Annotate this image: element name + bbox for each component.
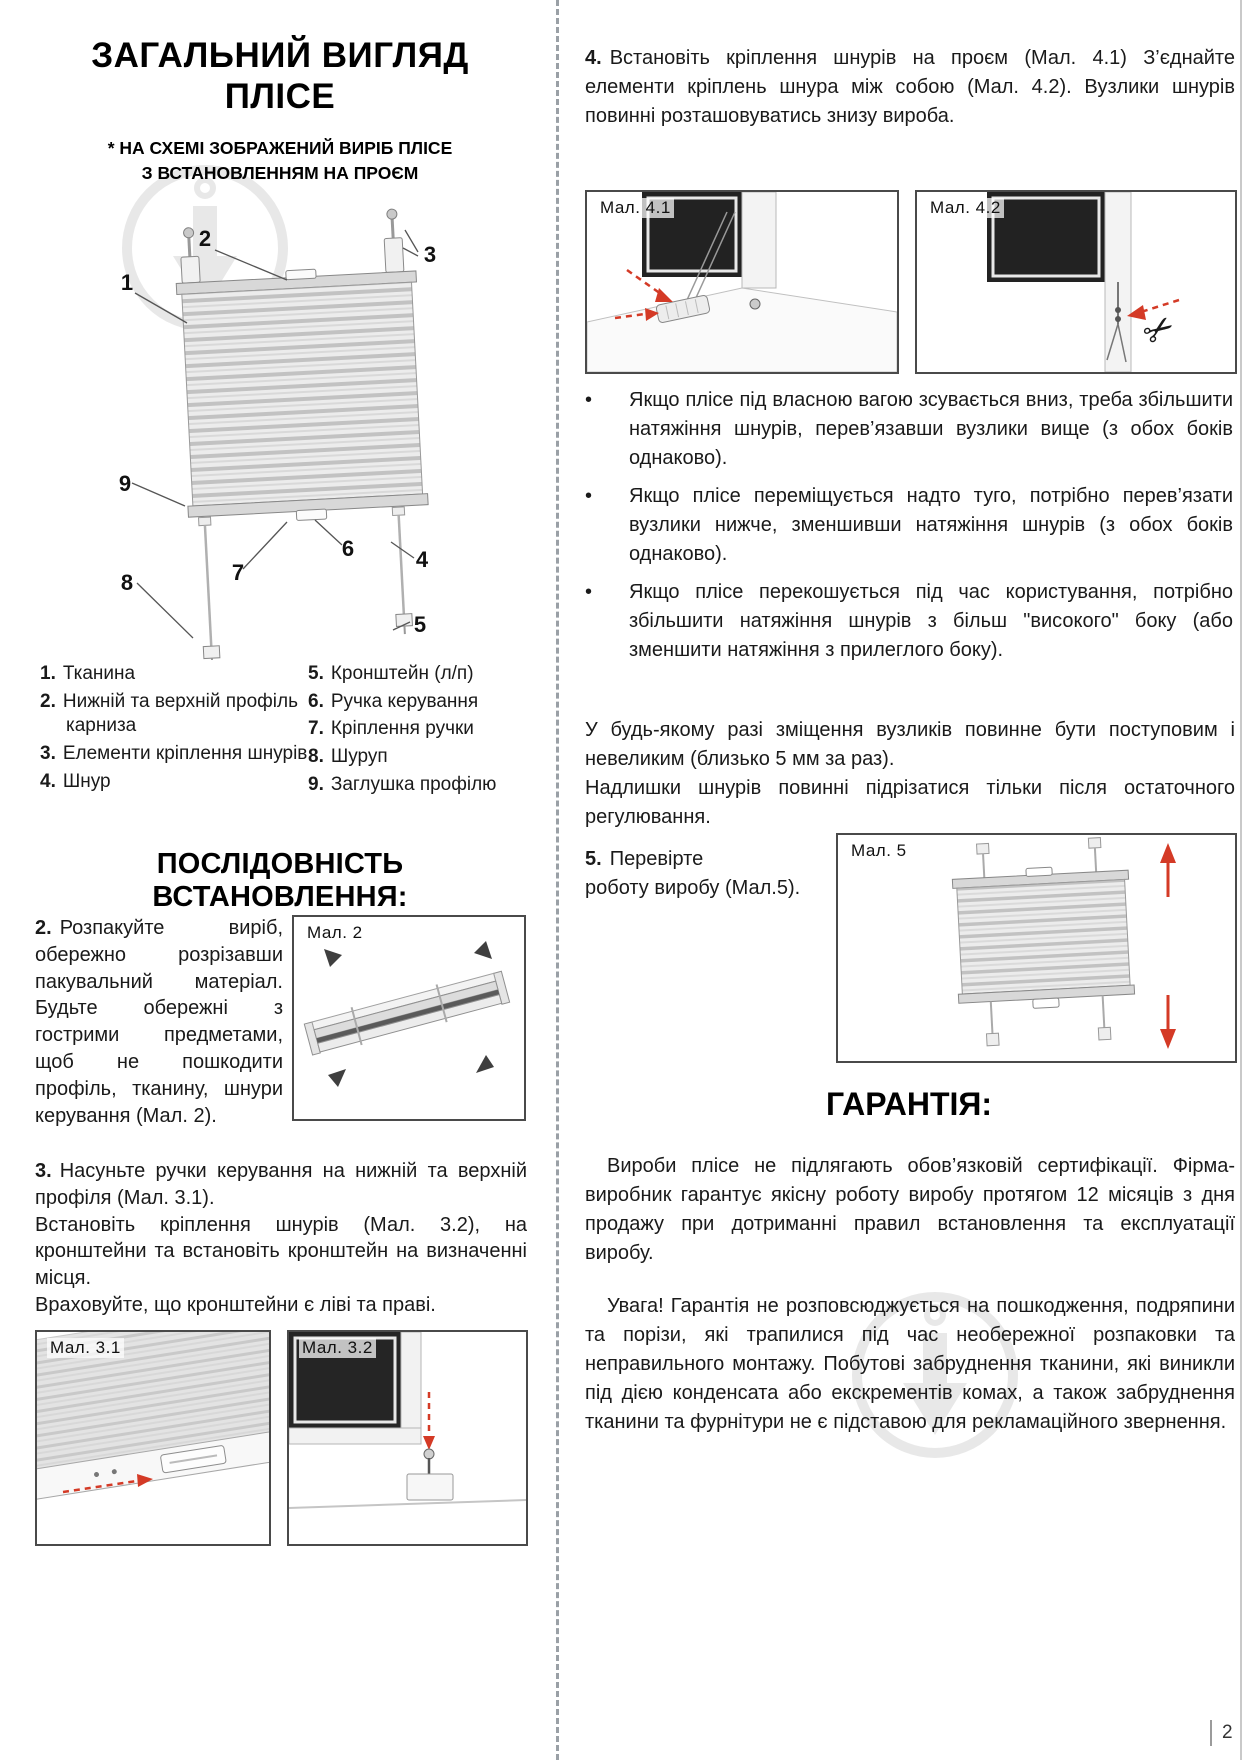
bullet-text: Якщо плісе під власною вагою зсувається … bbox=[629, 389, 1233, 469]
diagram-label-9: 9 bbox=[119, 471, 131, 496]
figure-4-1-image bbox=[587, 192, 897, 372]
installation-sequence-heading: ПОСЛІДОВНІСТЬ ВСТАНОВЛЕННЯ: bbox=[152, 848, 408, 913]
warranty-paragraph-1: Вироби плісе не підлягають обов’язковій … bbox=[585, 1155, 1235, 1264]
figure-2-label: Мал. 2 bbox=[304, 923, 366, 943]
brand-watermark-icon bbox=[845, 1285, 1025, 1465]
red-arrow-up-icon bbox=[1160, 843, 1176, 863]
red-arrow-icon bbox=[655, 288, 673, 302]
bullet-dot: • bbox=[585, 581, 593, 603]
legend-item-6: 6.Ручка керування bbox=[308, 690, 479, 712]
step-2-number: 2. bbox=[35, 917, 52, 939]
title-line-2: ПЛІСЕ bbox=[224, 76, 336, 116]
legend-item-8: 8.Шуруп bbox=[308, 746, 388, 768]
step-3-line-3: Враховуйте, що кронштейни є ліві та прав… bbox=[35, 1293, 436, 1316]
red-arrow-down-icon bbox=[1160, 1029, 1176, 1049]
diagram-label-5: 5 bbox=[414, 612, 426, 637]
bullet-item: • Якщо плісе перекошується під час корис… bbox=[585, 578, 1233, 665]
bullet-item: • Якщо плісе під власною вагою зсуваєтьс… bbox=[585, 386, 1233, 473]
parts-legend: 1.Тканина 2.Нижній та верхній профіль ка… bbox=[40, 662, 532, 800]
figure-5: Мал. 5 bbox=[836, 833, 1237, 1063]
figure-5-label: Мал. 5 bbox=[848, 841, 910, 861]
bullet-text: Якщо плісе перекошується під час користу… bbox=[629, 581, 1233, 661]
note-2: Надлишки шнурів повинні підрізатися тіль… bbox=[585, 777, 1235, 828]
step-3-number: 3. bbox=[35, 1160, 52, 1182]
page-subtitle: * НА СХЕМІ ЗОБРАЖЕНИЙ ВИРІБ ПЛІСЕ З ВСТА… bbox=[30, 136, 530, 185]
step-5-line-1: Перевірте bbox=[609, 848, 704, 870]
page-number-rule bbox=[1210, 1720, 1212, 1746]
step-4-paragraph: 4.Встановіть кріплення шнурів на проєм (… bbox=[585, 44, 1235, 131]
step-3-line-2: Встановіть кріплення шнурів (Мал. 3.2), … bbox=[35, 1213, 527, 1290]
figure-5-image bbox=[951, 837, 1176, 1049]
diagram-label-8: 8 bbox=[121, 570, 133, 595]
red-arrow-icon bbox=[137, 1474, 153, 1487]
figure-4-1-label: Мал. 4.1 bbox=[597, 198, 674, 218]
diagram-label-6: 6 bbox=[342, 536, 354, 561]
figure-3-1-image bbox=[37, 1332, 269, 1503]
page-number-value: 2 bbox=[1222, 1722, 1233, 1743]
figure-4-2-label: Мал. 4.2 bbox=[927, 198, 1004, 218]
diagram-label-1: 1 bbox=[121, 270, 133, 295]
diagram-label-2: 2 bbox=[199, 226, 211, 251]
adjustment-notes: У будь-якому разі зміщення вузликів пови… bbox=[585, 716, 1235, 832]
step-4-number: 4. bbox=[585, 47, 602, 69]
legend-item-5: 5.Кронштейн (л/п) bbox=[308, 663, 474, 684]
subtitle-line-2: З ВСТАНОВЛЕННЯМ НА ПРОЄМ bbox=[141, 162, 419, 183]
diagram-label-4: 4 bbox=[416, 547, 429, 572]
blind-overview-diagram: 1 2 3 4 5 6 7 8 9 bbox=[35, 190, 515, 665]
diagram-label-7: 7 bbox=[232, 560, 244, 585]
bullet-item: • Якщо плісе переміщується надто туго, п… bbox=[585, 482, 1233, 569]
red-arrow-icon bbox=[645, 308, 659, 321]
legend-item-7: 7.Кріплення ручки bbox=[308, 718, 474, 740]
figure-4-1: Мал. 4.1 bbox=[585, 190, 899, 374]
column-divider bbox=[556, 0, 559, 1760]
legend-item-9: 9.Заглушка профілю bbox=[308, 773, 497, 795]
step-5-line-2: роботу виробу (Мал.5). bbox=[585, 877, 801, 899]
figure-4-2-image: ✂ bbox=[987, 192, 1183, 372]
red-arrow-down-icon bbox=[423, 1436, 435, 1450]
subtitle-line-1: * НА СХЕМІ ЗОБРАЖЕНИЙ ВИРІБ ПЛІСЕ bbox=[107, 138, 453, 158]
step-4-text: Встановіть кріплення шнурів на проєм (Ма… bbox=[585, 47, 1235, 127]
legend-item-2: 2.Нижній та верхній профіль карниза bbox=[40, 690, 299, 737]
figure-3-1: Мал. 3.1 bbox=[35, 1330, 271, 1546]
warranty-paragraph-2: Увага! Гарантія не розповсюджується на п… bbox=[585, 1295, 1235, 1433]
page-title: ЗАГАЛЬНИЙ ВИГЛЯД ПЛІСЕ bbox=[30, 36, 530, 117]
figure-2-image bbox=[303, 941, 511, 1087]
legend-column-right: 5.Кронштейн (л/п) 6.Ручка керування 7.Кр… bbox=[308, 662, 532, 800]
red-arrow-icon bbox=[1127, 305, 1146, 320]
note-1: У будь-якому разі зміщення вузликів пови… bbox=[585, 719, 1235, 770]
figure-3-2-image bbox=[289, 1332, 526, 1509]
step-3-paragraph: 3.Насуньте ручки керування на нижній та … bbox=[35, 1158, 527, 1319]
legend-column-left: 1.Тканина 2.Нижній та верхній профіль ка… bbox=[40, 662, 308, 800]
adjustment-bullet-list: • Якщо плісе під власною вагою зсуваєтьс… bbox=[585, 386, 1233, 674]
step-5-number: 5. bbox=[585, 848, 602, 870]
figure-3-1-label: Мал. 3.1 bbox=[47, 1338, 124, 1358]
figure-3-2-label: Мал. 3.2 bbox=[299, 1338, 376, 1358]
legend-item-1: 1.Тканина bbox=[40, 663, 136, 684]
page-number: 2 bbox=[1210, 1720, 1233, 1746]
legend-item-4: 4.Шнур bbox=[40, 770, 111, 792]
bullet-dot: • bbox=[585, 485, 593, 507]
title-line-1: ЗАГАЛЬНИЙ ВИГЛЯД bbox=[91, 36, 469, 75]
legend-item-3: 3.Елементи кріплення шнурів bbox=[40, 743, 308, 765]
warranty-heading: ГАРАНТІЯ: bbox=[825, 1086, 993, 1122]
figure-2: Мал. 2 bbox=[292, 915, 526, 1121]
figure-3-2: Мал. 3.2 bbox=[287, 1330, 528, 1546]
figure-4-2: Мал. 4.2 ✂ bbox=[915, 190, 1237, 374]
step-2-text: Розпакуйте виріб, обережно розрізавши па… bbox=[35, 917, 283, 1127]
step-3-line-1: Насуньте ручки керування на нижній та ве… bbox=[35, 1160, 527, 1209]
bullet-text: Якщо плісе переміщується надто туго, пот… bbox=[629, 485, 1233, 565]
step-2-paragraph: 2.Розпакуйте виріб, обережно розрізавши … bbox=[35, 915, 283, 1129]
page-edge-line bbox=[1240, 0, 1242, 1760]
diagram-label-3: 3 bbox=[424, 242, 436, 267]
step-5-paragraph: 5. Перевірте роботу виробу (Мал.5). bbox=[585, 845, 830, 903]
bullet-dot: • bbox=[585, 389, 593, 411]
